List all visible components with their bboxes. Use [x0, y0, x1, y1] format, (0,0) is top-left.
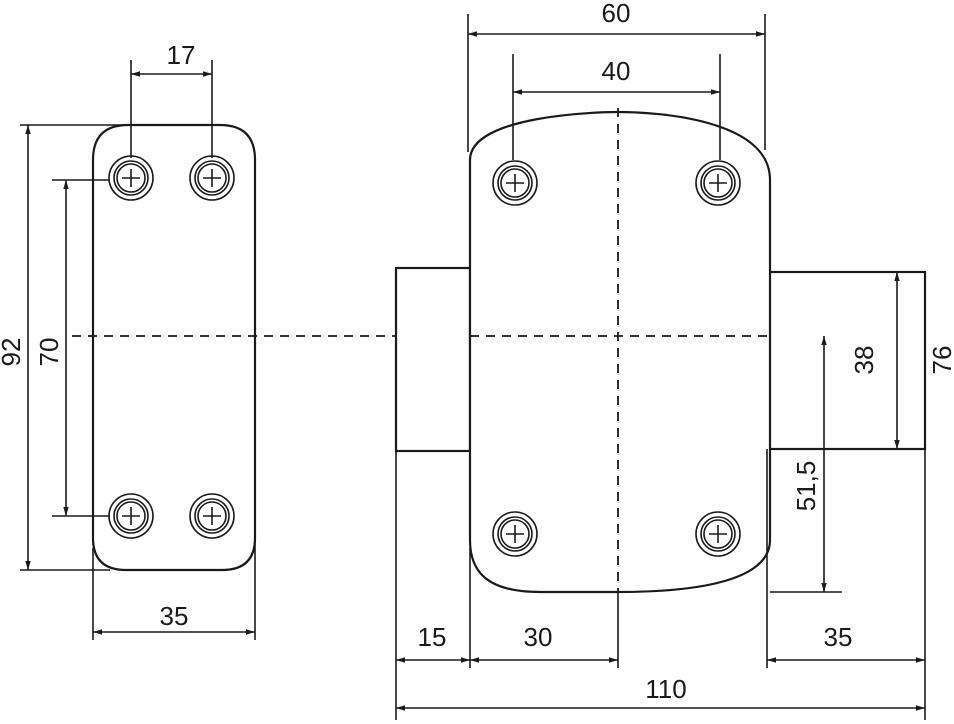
dim-76: 76	[927, 346, 954, 375]
dim-17: 17	[167, 40, 196, 70]
left-side-block	[394, 266, 472, 453]
dim-60: 60	[602, 0, 631, 28]
dim-92: 92	[0, 338, 26, 367]
dim-40: 40	[602, 56, 631, 86]
right-view: 60 40 38 76 51,5 15 30 35 110	[394, 0, 954, 720]
left-view: 17 92 70 35	[0, 40, 257, 640]
right-side-block	[763, 270, 927, 451]
dim-51-5: 51,5	[791, 461, 821, 512]
left-plate-outline	[91, 123, 257, 572]
dim-35-left: 35	[160, 601, 189, 631]
dim-15: 15	[418, 622, 447, 652]
dim-110: 110	[645, 674, 686, 704]
dim-38: 38	[849, 346, 879, 375]
right-body-outline	[468, 110, 772, 594]
dim-30: 30	[524, 622, 553, 652]
dim-35-right: 35	[824, 622, 853, 652]
dim-70: 70	[34, 338, 64, 367]
